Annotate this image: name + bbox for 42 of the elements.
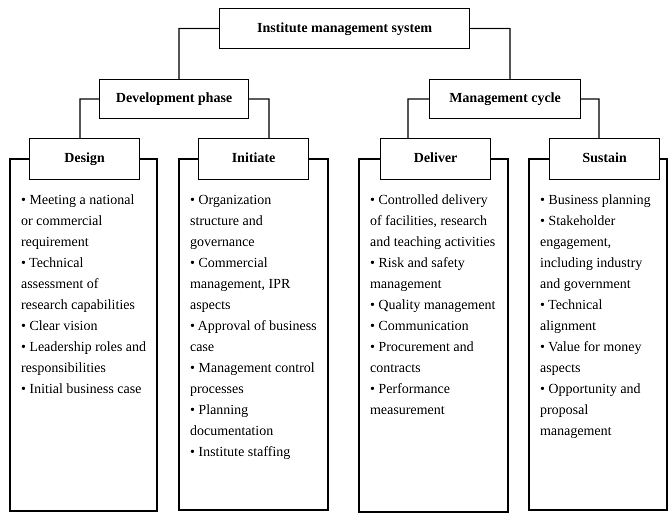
phase-box: [99, 79, 249, 119]
bullet-item: • Value for money aspects: [540, 339, 642, 378]
bullet-item: • Communication: [370, 318, 470, 336]
box-label: Institute management system: [257, 20, 432, 36]
box-label: Management cycle: [449, 91, 561, 107]
bullet-item: • Management control processes: [190, 360, 316, 399]
title-box: [219, 8, 470, 49]
bullet-item: • Business planning: [540, 192, 652, 210]
bullet-item: • Initial business case: [21, 381, 142, 399]
bullet-item: • Clear vision: [21, 318, 98, 336]
bullet-item: • Institute staffing: [190, 444, 292, 462]
connector-line: [178, 28, 219, 79]
box-label: Sustain: [582, 151, 627, 167]
stage-header-box: [549, 138, 660, 180]
stage-header-box: [29, 138, 140, 180]
connector-line: [249, 98, 270, 138]
stage-header-box: [380, 138, 491, 180]
box-label: Initiate: [232, 151, 276, 167]
box-label: Design: [64, 151, 105, 167]
bullet-item: • Risk and safety management: [370, 255, 466, 294]
bullet-item: • Stakeholder engagement, including industry and government: [540, 213, 644, 294]
bullet-item: • Planning documentation: [190, 402, 274, 441]
bullet-item: • Controlled delivery of facilities, research and teaching activities: [370, 192, 496, 252]
connector-line: [407, 98, 429, 138]
phase-box: [429, 79, 581, 119]
connector-line: [470, 28, 511, 79]
bullet-item: • Technical alignment: [540, 297, 604, 336]
connector-line: [581, 98, 600, 138]
bullet-item: • Quality management: [370, 297, 496, 315]
bullet-item: • Procurement and contracts: [370, 339, 475, 378]
bullet-item: • Opportunity and proposal management: [540, 381, 642, 441]
bullet-item: • Organization structure and governance: [190, 192, 272, 252]
bullet-item: • Approval of business case: [190, 318, 318, 357]
box-label: Development phase: [116, 91, 232, 107]
stage-header-box: [198, 138, 309, 180]
connector-line: [79, 98, 99, 138]
bullet-item: • Technical assessment of research capabilities: [21, 255, 136, 315]
box-label: Deliver: [414, 151, 458, 167]
bullet-item: • Meeting a national or commercial requirement: [21, 192, 136, 252]
bullet-item: • Leadership roles and responsibilities: [21, 339, 148, 378]
bullet-item: • Performance measurement: [370, 381, 451, 420]
bullet-item: • Commercial management, IPR aspects: [190, 255, 292, 315]
